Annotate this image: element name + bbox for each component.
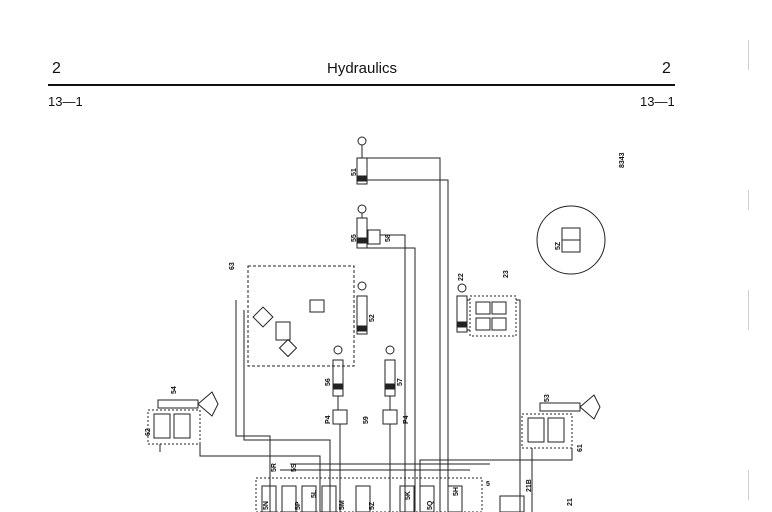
hydraulic-line bbox=[243, 310, 331, 512]
label-61: 61 bbox=[577, 444, 584, 452]
section-number-left: 13—1 bbox=[48, 94, 83, 109]
filter-icon bbox=[278, 338, 298, 358]
label-5l: 5L bbox=[311, 489, 318, 498]
label-5z: 5Z bbox=[555, 241, 562, 250]
hydraulic-line bbox=[367, 247, 416, 512]
valve-p4-left bbox=[332, 409, 348, 425]
page-title: Hydraulics bbox=[326, 60, 398, 77]
hydraulic-line bbox=[199, 444, 321, 512]
label-55: 55 bbox=[351, 234, 358, 242]
label-22: 22 bbox=[458, 273, 465, 281]
hydraulic-line bbox=[367, 157, 441, 512]
label-21: 21 bbox=[567, 498, 574, 506]
label-5h: 5H bbox=[453, 487, 460, 496]
cylinder-56 bbox=[332, 345, 344, 397]
cylinder-57 bbox=[384, 345, 396, 397]
cylinder-52 bbox=[356, 281, 368, 335]
component-labels: 51 55 58 52 63 22 23 56 57 54 62 53 61 5… bbox=[145, 152, 626, 510]
hydraulic-line bbox=[235, 300, 271, 512]
hydraulic-line bbox=[367, 179, 449, 512]
label-p4-right: P4 bbox=[403, 415, 410, 424]
filter-icon bbox=[252, 306, 274, 328]
label-62: 62 bbox=[145, 428, 152, 436]
steering-unit-53 bbox=[521, 394, 601, 449]
cylinder-22 bbox=[456, 283, 468, 333]
label-5s: 5S bbox=[291, 463, 298, 472]
cylinder-55 bbox=[356, 204, 381, 249]
label-56: 56 bbox=[325, 378, 332, 386]
chapter-number-right: 2 bbox=[662, 60, 671, 77]
control-valve-bank bbox=[255, 477, 483, 512]
scan-edge-mark bbox=[748, 40, 749, 70]
pump-icon bbox=[275, 321, 291, 341]
hydraulic-line bbox=[419, 448, 573, 512]
label-5m: 5M bbox=[339, 500, 346, 510]
label-5: 5 bbox=[486, 481, 490, 488]
label-21b: 21B bbox=[526, 479, 533, 492]
label-57: 57 bbox=[397, 378, 404, 386]
label-5r: 5R bbox=[271, 463, 278, 472]
hydraulic-line bbox=[380, 234, 406, 512]
label-59: 59 bbox=[363, 416, 370, 424]
label-52: 52 bbox=[369, 314, 376, 322]
label-5q: 5Q bbox=[427, 500, 434, 510]
scan-edge-mark bbox=[748, 290, 749, 330]
label-63: 63 bbox=[229, 262, 236, 270]
steering-unit-54 bbox=[147, 391, 219, 445]
label-54: 54 bbox=[171, 386, 178, 394]
hydraulic-line bbox=[516, 299, 521, 512]
label-53: 53 bbox=[544, 394, 551, 402]
valve-p4-right bbox=[382, 409, 398, 425]
cylinder-51 bbox=[356, 136, 368, 185]
label-23: 23 bbox=[503, 270, 510, 278]
valve-block-23 bbox=[469, 295, 517, 337]
label-p4-left: P4 bbox=[325, 415, 332, 424]
label-5k: 5K bbox=[405, 491, 412, 500]
valve-icon bbox=[309, 299, 325, 313]
scan-edge-mark bbox=[748, 190, 749, 210]
filter-assembly-63 bbox=[247, 265, 355, 367]
label-58: 58 bbox=[385, 234, 392, 242]
label-51: 51 bbox=[351, 168, 358, 176]
label-5z-bank: 5Z bbox=[369, 501, 376, 510]
valve-21 bbox=[499, 495, 525, 512]
figure-id: 8343 bbox=[619, 152, 626, 168]
label-5n: 5N bbox=[263, 501, 270, 510]
scan-edge-mark bbox=[748, 470, 749, 500]
chapter-number-left: 2 bbox=[52, 60, 61, 77]
label-5p: 5P bbox=[295, 501, 302, 510]
section-number-right: 13—1 bbox=[640, 94, 675, 109]
detail-circle-5z bbox=[536, 205, 606, 275]
header-rule bbox=[48, 84, 675, 86]
